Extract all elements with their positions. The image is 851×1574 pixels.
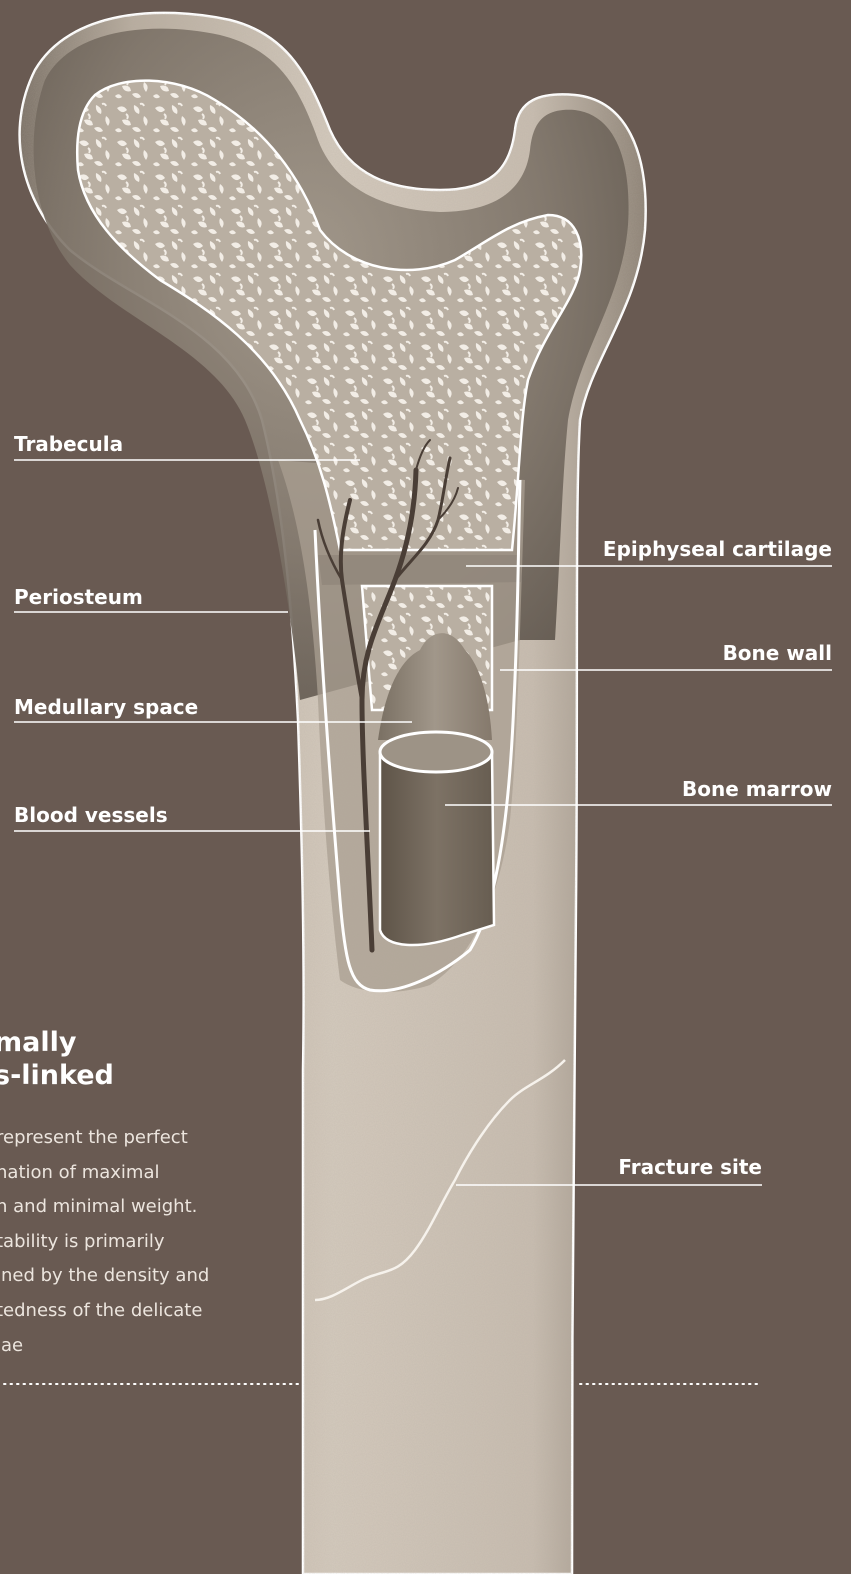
bone-marrow-cylinder — [380, 752, 494, 945]
section-body-text: represent the perfect nation of maximal … — [0, 1121, 236, 1363]
label-epiphyseal-cartilage: Epiphyseal cartilage — [603, 537, 832, 561]
section-heading: mally s-linked — [0, 1026, 114, 1092]
label-bone-wall: Bone wall — [723, 641, 832, 665]
epiphyseal-plate — [318, 555, 522, 585]
label-trabecula: Trabecula — [14, 432, 123, 456]
label-medullary-space: Medullary space — [14, 695, 198, 719]
label-periosteum: Periosteum — [14, 585, 143, 609]
marrow-cylinder-top — [380, 732, 492, 772]
label-bone-marrow: Bone marrow — [682, 777, 832, 801]
label-blood-vessels: Blood vessels — [14, 803, 168, 827]
label-fracture-site: Fracture site — [618, 1155, 762, 1179]
